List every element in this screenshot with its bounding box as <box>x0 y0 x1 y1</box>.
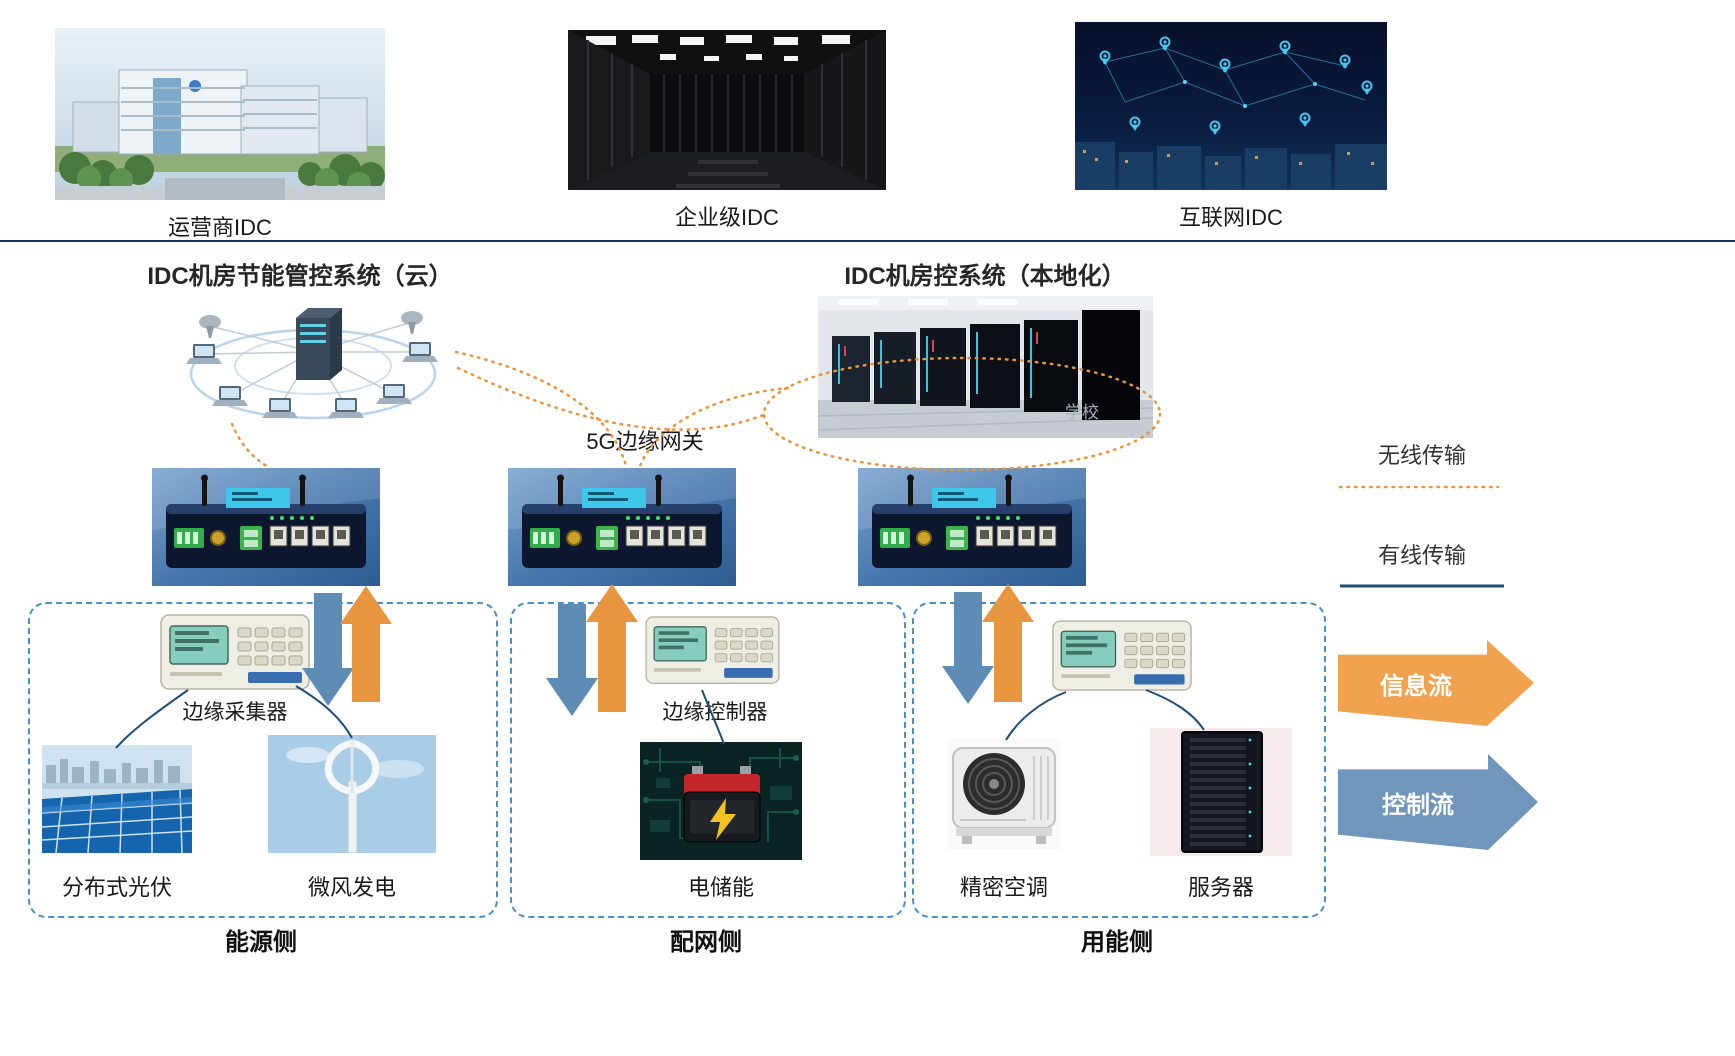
micro-wind-label: 微风发电 <box>307 875 396 900</box>
enterprise-idc-label: 企业级IDC <box>675 205 779 230</box>
grid-side-zone <box>510 602 906 918</box>
enterprise-idc-photo <box>568 30 886 190</box>
edge-collector-device <box>160 614 310 690</box>
wireless-legend-label: 无线传输 <box>1378 443 1467 468</box>
enterprise-idc-figure: 企业级IDC <box>568 30 886 232</box>
operator-idc-photo <box>55 28 385 200</box>
edge-collector-label: 边缘采集器 <box>182 701 288 724</box>
local-watermark: 学校 <box>1065 403 1099 422</box>
edge-gateway-1-image <box>152 468 380 586</box>
load-side-title: 用能侧 <box>1081 929 1153 956</box>
edge-gateway-3-image <box>858 468 1086 586</box>
wired-legend-label: 有线传输 <box>1378 543 1467 568</box>
control-flow-label: 控制流 <box>1382 791 1454 819</box>
load-side-zone <box>912 602 1326 918</box>
cloud-system-title: IDC机房节能管控系统（云） <box>147 263 453 290</box>
server-rack-image <box>1150 728 1292 856</box>
server-label: 服务器 <box>1187 875 1254 900</box>
load-side-controller-device <box>1052 620 1192 691</box>
battery-storage-label: 电储能 <box>687 875 754 900</box>
internet-idc-figure: 互联网IDC <box>1075 22 1387 232</box>
info-flow-label: 信息流 <box>1380 672 1452 700</box>
internet-idc-photo <box>1075 22 1387 190</box>
local-system-illustration: 学校 <box>818 296 1153 438</box>
distributed-pv-label: 分布式光伏 <box>61 875 172 900</box>
edge-gateway-2-image <box>508 468 736 586</box>
edge-controller-device <box>645 616 780 684</box>
cloud-system-illustration <box>168 292 458 432</box>
energy-side-zone <box>28 602 498 918</box>
operator-idc-label: 运营商IDC <box>168 215 272 240</box>
control-flow-arrow: 控制流 <box>1338 754 1538 850</box>
energy-side-title: 能源侧 <box>225 929 297 956</box>
local-system-title: IDC机房控系统（本地化） <box>844 263 1126 290</box>
wireless-link-cloud-local <box>456 366 768 431</box>
edge-controller-label: 边缘控制器 <box>662 701 768 724</box>
section-divider <box>0 240 1735 242</box>
distributed-pv-image <box>42 745 192 853</box>
micro-wind-turbine-image <box>268 735 436 853</box>
internet-idc-label: 互联网IDC <box>1179 205 1283 230</box>
5g-gateway-label: 5G边缘网关 <box>586 429 704 454</box>
info-flow-arrow: 信息流 <box>1338 640 1534 726</box>
precision-ac-image <box>948 738 1060 850</box>
battery-storage-image <box>640 742 802 860</box>
precision-ac-label: 精密空调 <box>959 875 1048 900</box>
grid-side-title: 配网侧 <box>670 929 742 956</box>
operator-idc-figure: 运营商IDC <box>55 28 385 242</box>
